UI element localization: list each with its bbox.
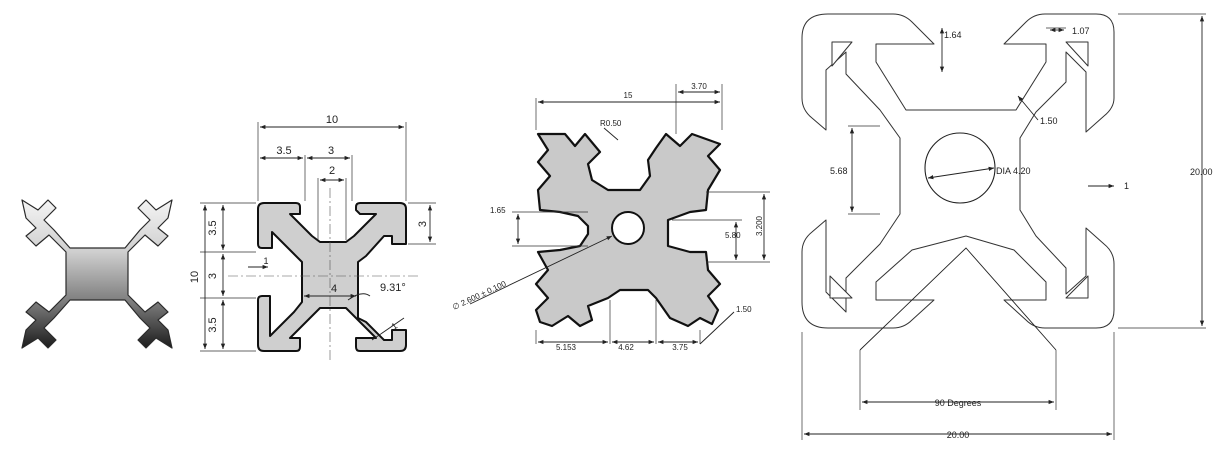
p10-dim-left-mid: 3	[207, 273, 219, 279]
p10-dim-slot-outer: 3.5	[276, 145, 291, 157]
p15-dim-diameter: ∅ 2.600 ± 0.100	[451, 279, 508, 312]
p20-dim-height: 20.00	[1190, 167, 1213, 177]
p10-dim-core: 4	[331, 283, 337, 295]
p10-dim-left-total: 10	[189, 271, 201, 283]
p20-dim-lip: 1	[1124, 181, 1129, 191]
p15-dim-bottom-right: 3.75	[672, 343, 688, 352]
p15-dim-bottom-mid: 4.62	[618, 343, 634, 352]
p15-dim-bottom-left: 5.153	[556, 343, 577, 352]
p15-dim-radius: R0.50	[600, 119, 622, 128]
p15-dim-right-slot: 3.200	[755, 215, 764, 236]
p15-dim-slot-top: 3.70	[691, 82, 707, 91]
rendered-profile	[21, 199, 173, 349]
p20-dim-slot-wall: 1.64	[944, 30, 962, 40]
p10-dim-slot-width: 3	[328, 145, 334, 157]
p20-dim-width: 20.00	[947, 430, 970, 440]
p20-dim-fillet: 1.50	[1040, 116, 1058, 126]
p10-dim-right-slot: 3	[417, 221, 429, 227]
p15-dim-width: 15	[624, 91, 633, 100]
p20-dim-core-height: 5.68	[830, 166, 848, 176]
p15-dim-left-wall: 1.65	[490, 206, 506, 215]
profile-20-drawing	[801, 13, 1206, 440]
p20-dim-slot-lip: 1.07	[1072, 26, 1090, 36]
p20-dim-bore: DIA 4.20	[996, 166, 1031, 176]
profile-10-drawing	[200, 122, 436, 360]
p10-dim-marker: 1	[389, 321, 399, 332]
p10-dim-angle: 9.31°	[380, 282, 406, 294]
p10-dim-width: 10	[326, 114, 338, 126]
p10-dim-left-bottom: 3.5	[207, 317, 219, 332]
p10-dim-wall: 1	[263, 256, 268, 266]
p10-dim-left-top: 3.5	[207, 220, 219, 235]
p10-dim-slot-inner: 2	[329, 165, 335, 177]
p20-dim-angle: 90 Degrees	[935, 398, 982, 408]
profile-15-drawing	[469, 84, 770, 345]
p15-dim-right-depth: 5.80	[725, 231, 741, 240]
p15-dim-corner: 1.50	[736, 305, 752, 314]
